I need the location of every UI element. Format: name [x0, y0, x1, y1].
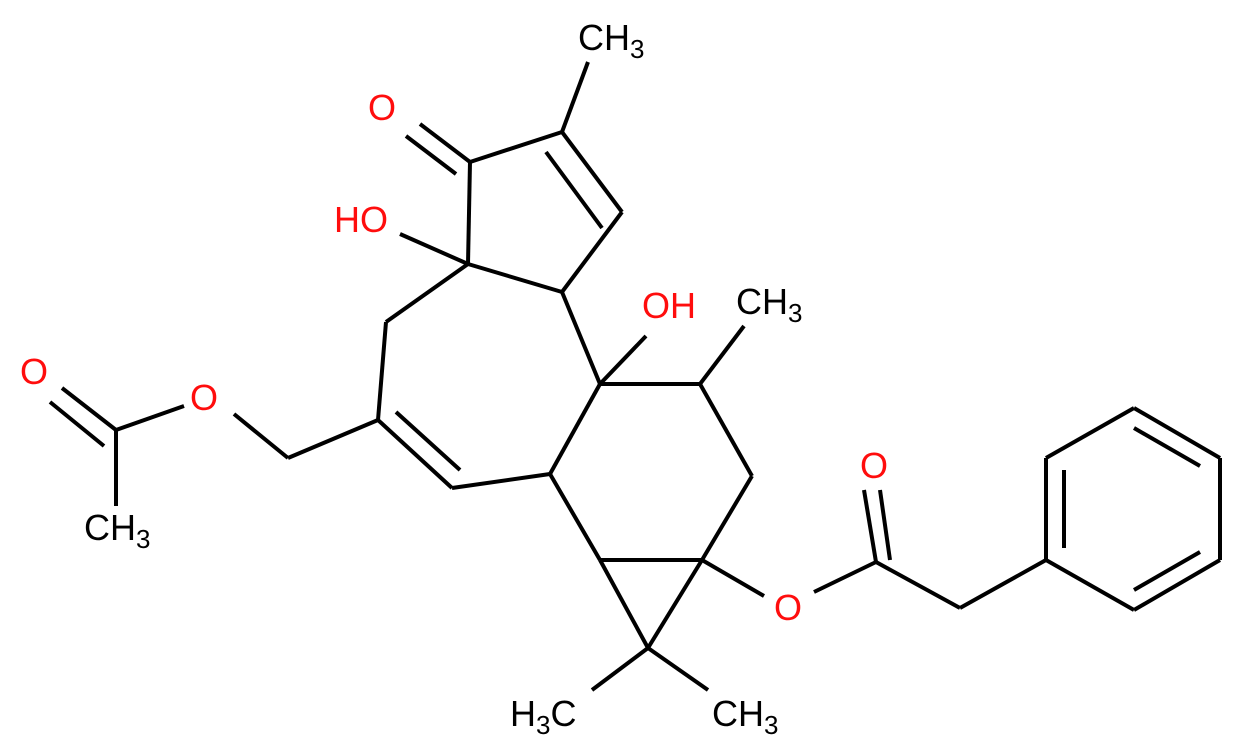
bond — [376, 321, 388, 421]
phenylacetyl-ester-oxygen-label: O — [774, 587, 802, 628]
bond — [469, 130, 563, 164]
methyl-label-top: CH3 — [578, 17, 644, 64]
bond — [1045, 558, 1135, 612]
bond — [376, 418, 454, 490]
bond — [404, 134, 458, 176]
hydroxyl-label-left: HO — [334, 199, 388, 240]
bond — [466, 161, 472, 265]
bond — [646, 646, 710, 692]
bond — [698, 383, 754, 477]
bond — [467, 262, 563, 294]
acetyl-carbonyl-oxygen-label: O — [20, 351, 48, 392]
bond — [394, 410, 462, 472]
bond — [548, 472, 602, 562]
bond — [544, 150, 604, 230]
bond — [451, 472, 551, 490]
bond — [287, 418, 379, 460]
bond — [560, 291, 602, 385]
bond — [598, 559, 650, 649]
bond — [548, 383, 602, 475]
bond — [1132, 558, 1222, 612]
bond — [115, 404, 185, 432]
bond — [590, 646, 650, 692]
bond — [560, 210, 624, 294]
bond — [60, 386, 118, 432]
bond — [862, 489, 878, 563]
methyl-label-right: CH3 — [736, 281, 802, 328]
hydroxyl-label-mid: OH — [642, 285, 696, 326]
bond — [399, 232, 469, 266]
bond — [48, 400, 106, 448]
acetyl-ester-oxygen-label: O — [190, 377, 218, 418]
bond — [813, 560, 877, 594]
bond — [959, 558, 1047, 610]
phenylacetyl-carbonyl-oxygen-label: O — [860, 445, 888, 486]
acetyl-methyl-label: CH3 — [84, 507, 150, 554]
bond — [698, 324, 746, 386]
bond — [1133, 550, 1201, 592]
bond — [875, 560, 961, 610]
bond — [700, 474, 754, 562]
bond — [384, 262, 470, 324]
bond — [598, 334, 648, 386]
gem-methyl-label-right: CH3 — [712, 693, 778, 740]
bond — [560, 61, 590, 133]
bond — [418, 122, 472, 164]
bond — [700, 558, 766, 598]
bond — [1133, 426, 1201, 468]
bond — [232, 412, 290, 460]
gem-methyl-label-left: H3C — [510, 693, 576, 740]
bond — [646, 558, 704, 650]
ketone-oxygen-label: O — [368, 87, 396, 128]
bond — [1132, 406, 1222, 460]
bond — [560, 130, 624, 214]
bond — [1045, 406, 1135, 460]
atom-labels: CH3 O HO OH CH3 O O CH3 O O H3C CH3 — [20, 17, 888, 740]
bonds — [48, 61, 1222, 692]
bond — [878, 489, 892, 561]
